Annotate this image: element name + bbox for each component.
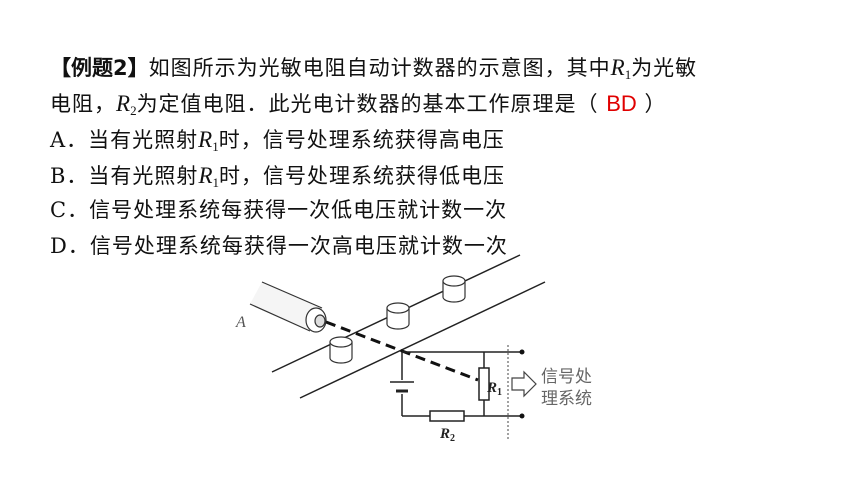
question-text-1b: 为光敏 <box>631 56 698 80</box>
option-b: B．当有光照射R1时，信号处理系统获得低电压 <box>50 163 505 190</box>
object-cylinder-2 <box>386 302 410 330</box>
label-a: A <box>235 314 246 331</box>
terminal-bottom <box>519 413 525 419</box>
resistor-r2 <box>429 410 465 422</box>
answer-text: BD <box>606 91 637 116</box>
signal-system-label-2: 理系统 <box>541 389 592 408</box>
option-c: C．信号处理系统每获得一次低电压就计数一次 <box>50 198 508 222</box>
r1-symbol: R1 <box>610 55 632 82</box>
question-stem-line2: 电阻，R2为定值电阻．此光电计数器的基本工作原理是（ BD ） <box>50 92 667 117</box>
question-text-1a: 如图所示为光敏电阻自动计数器的示意图，其中 <box>148 56 611 80</box>
object-cylinder-3 <box>442 275 466 303</box>
label-r2: R2 <box>439 426 455 444</box>
option-b-r1: R1 <box>198 163 219 190</box>
question-tag: 【例题2】 <box>50 56 149 80</box>
question-stem-line1: 【例题2】如图所示为光敏电阻自动计数器的示意图，其中R1为光敏 <box>50 56 697 81</box>
light-source-tube <box>249 281 327 333</box>
option-a-r1: R1 <box>198 127 219 154</box>
circuit-wires <box>401 351 522 417</box>
resistor-r1 <box>478 367 490 401</box>
question-text-2b: 为定值电阻．此光电计数器的基本工作原理是（ <box>136 92 607 116</box>
object-cylinder-1 <box>329 336 353 364</box>
question-text-2c: ） <box>636 92 667 116</box>
r2-symbol: R2 <box>116 91 137 118</box>
option-d: D．信号处理系统每获得一次高电压就计数一次 <box>50 234 508 258</box>
question-text-2a: 电阻， <box>50 92 116 116</box>
output-arrow <box>511 370 537 398</box>
light-beam <box>325 320 479 382</box>
terminal-top <box>519 349 525 355</box>
option-a: A．当有光照射R1时，信号处理系统获得高电压 <box>50 127 505 154</box>
label-r1: R1 <box>486 380 502 398</box>
signal-system-label-1: 信号处 <box>541 367 592 386</box>
battery-symbol <box>390 381 414 393</box>
objects-on-belt <box>329 275 466 364</box>
